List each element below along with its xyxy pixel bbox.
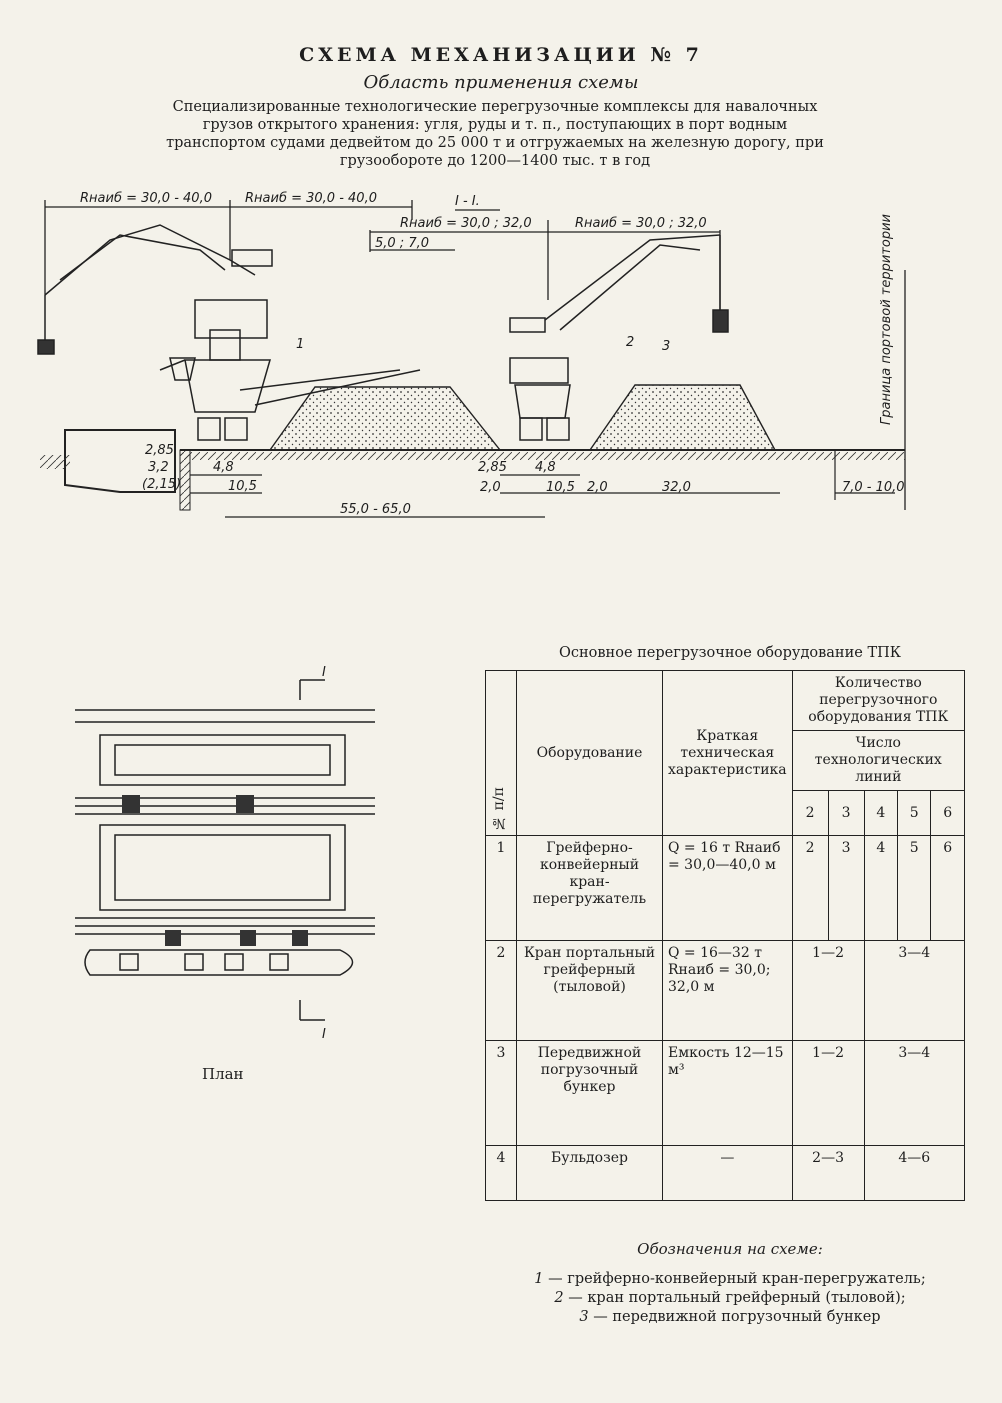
legend-item: 1 — грейферно-конвейерный кран-перегружа… [534,1271,926,1287]
section-label: I - I. [455,194,480,209]
radius-1: Rнаиб = 30,0 - 40,0 [80,191,212,206]
dimension-lines [44,200,906,510]
dim-48-b: 4,8 [535,460,556,475]
header-quantity: Количество перегрузочного оборудования Т… [791,670,966,731]
header-lines: Число технологических линий [791,730,966,791]
dim-20-b: 2,0 [587,480,608,495]
table-row: 1 Грейферно-конвейерный кран-перегружате… [485,835,965,941]
dim-285-a: 2,85 [145,443,174,458]
dim-20-a: 2,0 [480,480,501,495]
cargo-pile-1 [268,386,502,451]
dim-320: 32,0 [662,480,691,495]
dim-285-b: 2,85 [478,460,507,475]
line-count: 5 [896,790,932,836]
equipment-table: № п/п Оборудование Краткая техническая х… [485,670,966,1201]
legend: 1 — грейферно-конвейерный кран-перегружа… [490,1270,970,1327]
dim-105-a: 10,5 [228,479,257,494]
header-characteristics: Краткая техническая характеристика [662,670,793,836]
grab-conveyor-crane [37,224,421,441]
legend-title: Обозначения на схеме: [637,1240,823,1258]
line-count: 6 [930,790,965,836]
legend-item: 3 — передвижной погрузочный бункер [579,1309,881,1325]
dim-105-b: 10,5 [546,480,575,495]
water [40,455,70,469]
dim-5-7: 5,0 ; 7,0 [375,236,429,251]
page-subtitle: Область применения схемы [363,72,639,93]
page-title: СХЕМА МЕХАНИЗАЦИИ № 7 [299,44,703,66]
line-count: 2 [791,790,829,836]
ground-hatch [180,452,905,460]
line-count: 4 [863,790,899,836]
cut-mark-bottom: I [322,1027,326,1042]
callout-3: 3 [662,339,670,354]
section-drawing: Rнаиб = 30,0 - 40,0 Rнаиб = 30,0 - 40,0 … [37,191,906,518]
legend-item: 2 — кран портальный грейферный (тыловой)… [554,1290,906,1306]
plan-label: План [202,1065,244,1083]
radius-4: Rнаиб = 30,0 ; 32,0 [575,216,707,231]
table-row: 3 Передвижной погрузочный бункер Емкость… [485,1040,966,1146]
ship-hull [64,429,176,493]
dim-32: 3,2 [148,460,169,475]
cut-mark-top: I [322,665,326,680]
portal-crane [509,234,729,441]
dim-215: (2,15) [142,477,181,492]
line-count: 3 [827,790,865,836]
header-equipment: Оборудование [516,670,663,836]
radius-2: Rнаиб = 30,0 - 40,0 [245,191,377,206]
dim-55-65: 55,0 - 65,0 [340,502,411,517]
scheme-description: Специализированные технологические перег… [166,99,824,169]
radius-3: Rнаиб = 30,0 ; 32,0 [400,216,532,231]
dim-48-a: 4,8 [213,460,234,475]
lower-dimension-lines [190,450,895,518]
table-row: 4 Бульдозер — 2—3 4—6 [485,1145,966,1201]
callout-1: 1 [296,337,304,352]
header-num: № п/п [485,670,517,836]
table-row: 2 Кран портальный грейферный (тыловой) Q… [485,940,966,1041]
dim-7-10: 7,0 - 10,0 [842,480,905,495]
plan-drawing: I I [75,665,375,1042]
callout-2: 2 [626,335,634,350]
table-title: Основное перегрузочное оборудование ТПК [558,645,901,661]
territory-boundary-label: Граница портовой территории [879,214,894,425]
cargo-pile-2 [588,384,777,451]
